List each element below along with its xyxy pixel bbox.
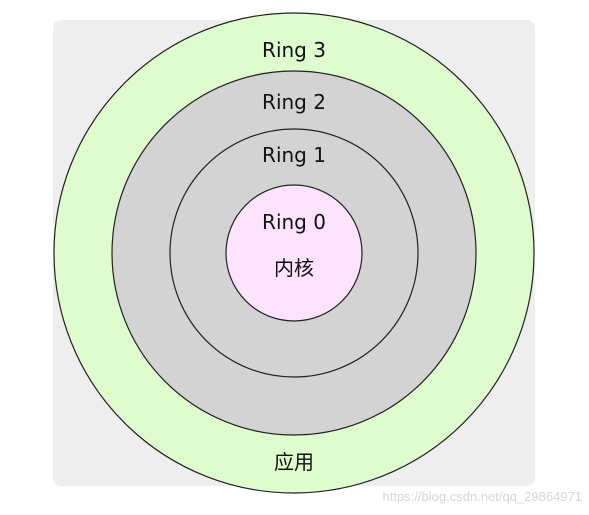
kernel-label: 内核 bbox=[274, 256, 314, 280]
ring-0-circle bbox=[225, 184, 363, 322]
ring-2-label: Ring 2 bbox=[262, 90, 326, 114]
ring-0-label: Ring 0 bbox=[262, 210, 326, 234]
ring-1-label: Ring 1 bbox=[262, 143, 326, 167]
ring-3-label: Ring 3 bbox=[262, 38, 326, 62]
watermark-text: https://blog.csdn.net/qq_29864971 bbox=[383, 489, 583, 504]
application-label: 应用 bbox=[274, 450, 314, 474]
